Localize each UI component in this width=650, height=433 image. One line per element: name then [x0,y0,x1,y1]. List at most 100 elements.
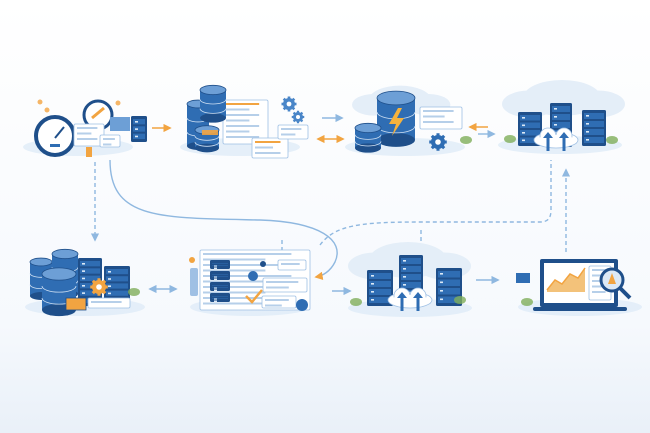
server-led [371,291,374,293]
server-led [82,292,85,294]
server-panel [210,260,230,269]
database-cylinder [355,128,381,148]
panel-line [77,127,98,129]
server-unit [212,276,228,277]
server-led [403,284,406,286]
cylinder-bottom [377,133,415,147]
side-control [190,268,198,296]
magnifier-needle [91,106,105,120]
cylinder-top [41,267,77,281]
server-unit [520,122,540,128]
upload-arrow-shaft [416,297,420,311]
panel-line [592,291,606,293]
panel-line [77,138,98,140]
upload-arrow-icon [543,132,553,138]
server-unit [212,287,228,288]
server-unit [552,122,570,128]
panel-line [592,285,602,288]
check-badge-icon [296,299,308,311]
server-led [135,135,138,138]
cylinder-band [194,141,220,147]
foliage [606,136,618,144]
laptop-base [533,307,627,311]
panel-line [281,128,302,130]
server-unit [438,296,460,303]
panel-line [203,258,266,261]
dashed-connector [319,160,552,246]
server-led [522,124,525,127]
panel-line [103,138,115,140]
cylinder-band [41,285,77,293]
gauge-needle [54,126,65,139]
server-led [108,285,111,287]
server-led [135,121,138,123]
gear-icon [90,278,108,296]
server-unit [106,276,128,282]
server-unit [369,289,391,295]
node-server-rack-cloud-upload-icon [498,80,625,154]
cylinder-band [199,99,227,105]
panel-line [592,274,602,277]
panel-line [255,152,281,154]
door-icon [86,147,92,157]
panel-line [265,299,289,301]
panel-line [103,143,112,146]
upload-arrow-shaft [562,137,566,151]
folder-icon [65,297,87,311]
server-led [214,278,217,281]
server-unit [212,285,228,286]
server-led [371,299,374,301]
server-led [554,108,557,110]
checkmark-icon [245,289,263,304]
panel-line [226,119,250,122]
tool-icon [248,271,258,281]
gear-icon [291,110,305,124]
server-led [214,300,217,303]
server-led [82,277,85,280]
server-led [82,285,85,287]
panel-line [226,103,260,105]
server-unit [80,261,100,267]
server-unit [80,268,100,274]
panel-line [226,125,260,127]
panel-line [226,114,260,116]
upload-arrow-icon [397,292,407,298]
server-unit [133,119,145,125]
server-unit [80,290,100,296]
server-led [82,270,85,272]
upload-arrow-shaft [546,137,550,151]
config-panel [277,124,309,140]
panel-line [255,141,281,143]
foliage [454,296,466,304]
status-dot [189,257,195,263]
server-unit [438,288,460,295]
panel-line [266,281,299,283]
gear-hole [96,284,102,290]
server-unit [369,273,391,279]
list-panel [262,277,308,293]
node-server-rack-cloud-upload-icon [348,242,472,317]
server-led [554,116,557,118]
cylinder-band [354,134,382,140]
server-unit [552,114,570,120]
server-unit [438,271,460,278]
server-unit [401,274,421,280]
panel-line [203,280,266,283]
cylinder-top [376,90,416,106]
cylinder-top [199,84,227,96]
panel-line [203,291,266,294]
document-panel [419,106,463,130]
server-unit [80,283,100,289]
server-led [403,260,406,262]
panel-line [226,108,250,111]
document-panel [222,99,269,145]
cylinder-band [199,108,227,114]
server-led [403,268,406,270]
server-unit [401,266,421,272]
gauge-readout [50,144,60,147]
panel-line [265,304,282,307]
server-led [586,115,589,117]
cylinder-top [29,257,53,267]
server-led [522,117,525,119]
server-unit [401,258,421,264]
